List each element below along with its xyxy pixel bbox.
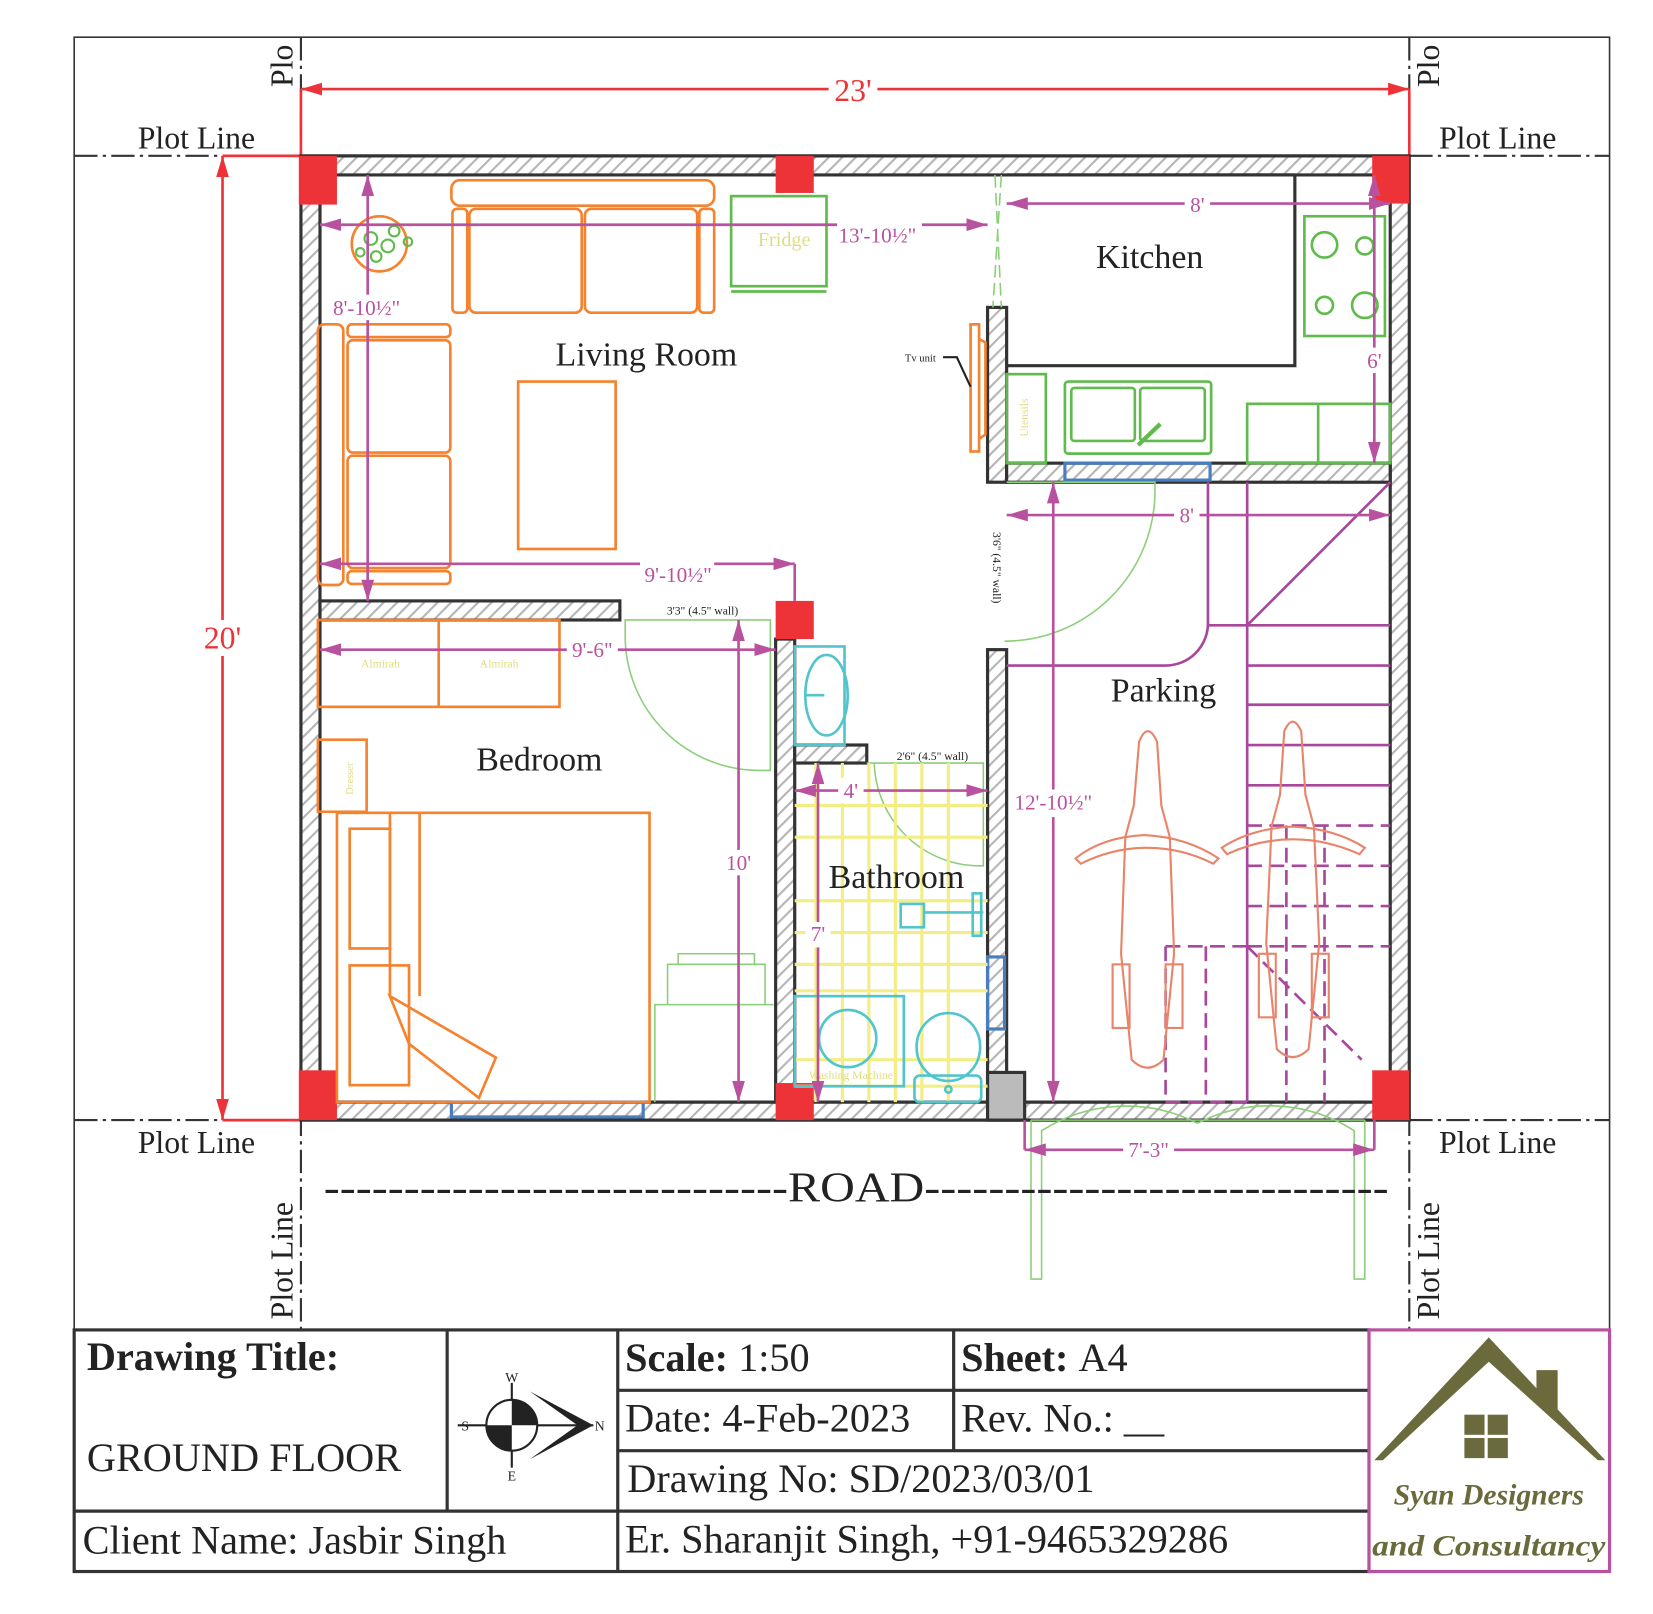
client-field: Client Name: Jasbir Singh [83, 1517, 507, 1562]
washing-machine-label: Washing Machine [809, 1069, 893, 1082]
drawing-no-field: Drawing No: SD/2023/03/01 [627, 1456, 1094, 1501]
compass-icon: W S E N [457, 1370, 605, 1483]
parking-features [1006, 481, 1392, 1104]
living-depth-dimension: 8'-10½" [333, 296, 400, 320]
dimension-lines: 13'-10½" 8'-10½" 9'-10½" 8' 6' 8' 12'-10… [320, 174, 1391, 1163]
bedroom-depth-dimension: 10' [726, 851, 751, 875]
sheet-label: Sheet: [961, 1335, 1068, 1380]
parking-depth-dimension: 12'-10½" [1014, 791, 1092, 815]
compass-n: N [595, 1419, 605, 1434]
wall-note: 2'6" (4.5" wall) [897, 750, 969, 763]
scale-label: Scale: [625, 1335, 728, 1380]
room-bedroom: Bedroom [476, 741, 602, 778]
sheet-value: A4 [1078, 1335, 1127, 1380]
room-labels: Living Room Kitchen Bedroom Bathroom Par… [476, 239, 1216, 896]
plot-line-label: Plot Line [138, 120, 255, 155]
bath-depth-dimension: 7' [811, 922, 825, 946]
title-block: Drawing Title: GROUND FLOOR W S E N Scal… [72, 1328, 1371, 1574]
client-value: Jasbir Singh [308, 1517, 506, 1562]
living-width-dimension: 13'-10½" [838, 224, 916, 248]
engineer-contact: Er. Sharanjit Singh, +91-9465329286 [625, 1516, 1228, 1561]
plot-line-label: Plot Line [264, 1202, 299, 1319]
gate-width-dimension: 7'-3" [1128, 1138, 1169, 1162]
wall-note: 3'6" (4.5" wall) [990, 532, 1003, 604]
scale-value: 1:50 [738, 1335, 810, 1380]
bath-width-dimension: 4' [844, 779, 858, 803]
rev-value: __ [1123, 1396, 1165, 1441]
room-parking: Parking [1111, 673, 1216, 710]
bathroom-fixtures: Washing Machine [793, 645, 988, 1104]
wall-note: 3'3" (4.5" wall) [667, 605, 739, 618]
bedroom-width-dimension: 9'-6" [572, 638, 613, 662]
room-kitchen: Kitchen [1096, 239, 1203, 276]
drawing-no-label: Drawing No: [627, 1456, 838, 1501]
living-inner-dimension: 9'-10½" [645, 563, 712, 587]
walls [299, 154, 1411, 1122]
company-logo: Syan Designers and Consultancy [1367, 1328, 1612, 1574]
almirah-label: Almirah [361, 658, 400, 671]
rev-label: Rev. No.: [961, 1396, 1114, 1441]
compass-e: E [508, 1468, 516, 1483]
plot-line-label: Plot Line [1411, 1202, 1446, 1319]
plot-line-label: Plo [1411, 45, 1446, 87]
date-field: Date: 4-Feb-2023 [625, 1396, 910, 1441]
almirah-label: Almirah [480, 658, 519, 671]
date-label: Date: [625, 1396, 712, 1441]
compass-s: S [461, 1419, 469, 1434]
scale-field: Scale: 1:50 [625, 1335, 809, 1380]
logo-line-1: Syan Designers [1394, 1480, 1584, 1512]
dresser-label: Dresser [345, 762, 356, 795]
parking-width-dimension: 8' [1180, 503, 1194, 527]
compass-w: W [505, 1370, 518, 1385]
drawing-title-label: Drawing Title: [87, 1334, 339, 1379]
sheet-field: Sheet: A4 [961, 1335, 1128, 1380]
drawing-no-value: SD/2023/03/01 [849, 1456, 1095, 1501]
fridge-label: Fridge [758, 229, 811, 251]
tv-unit-label: Tv unit [905, 353, 936, 364]
rev-field: Rev. No.: __ [961, 1396, 1165, 1441]
plot-line-label: Plot Line [1439, 120, 1556, 155]
bedroom-furniture: Almirah Almirah Dresser [316, 618, 774, 1104]
kitchen-fixtures: Utensils [992, 173, 1392, 465]
doors [624, 481, 1366, 1280]
utensils-label: Utensils [1018, 398, 1031, 437]
plot-line-label: Plot Line [1439, 1125, 1556, 1160]
overall-dimensions: 23' 20' [199, 72, 1411, 1122]
living-room-furniture: Fridge Tv unit [316, 178, 987, 587]
kitchen-width-dimension: 8' [1190, 193, 1204, 217]
client-label: Client Name: [83, 1517, 299, 1562]
plot-line-label: Plot Line [138, 1125, 255, 1160]
road-label: -----------------------------ROAD-------… [324, 1165, 1389, 1212]
room-bathroom: Bathroom [829, 859, 965, 896]
columns [298, 155, 1410, 1121]
overall-depth-label: 20' [204, 621, 242, 656]
logo-line-2: and Consultancy [1372, 1531, 1606, 1563]
kitchen-depth-dimension: 6' [1367, 349, 1381, 373]
plot-line-label: Plo [264, 45, 299, 87]
plot-lines: Plot Line Plot Line Plot Line Plot Line … [74, 37, 1610, 1330]
date-value: 4-Feb-2023 [722, 1396, 910, 1441]
room-living: Living Room [556, 337, 738, 374]
overall-width-label: 23' [834, 73, 872, 108]
drawing-title: GROUND FLOOR [87, 1435, 401, 1480]
